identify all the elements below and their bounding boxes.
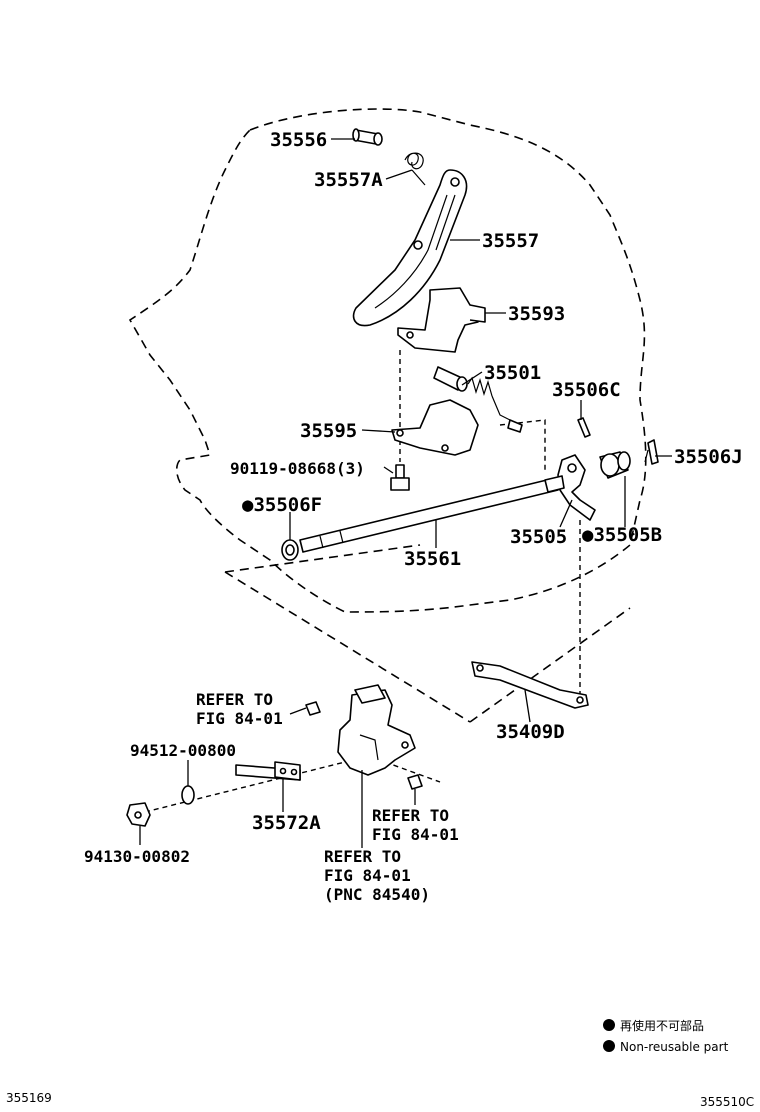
rod-35501 bbox=[433, 366, 523, 433]
legend-dot-icon-2 bbox=[603, 1040, 615, 1052]
label-35561: 35561 bbox=[404, 548, 461, 570]
pin-35506C bbox=[577, 417, 591, 438]
ref-left-line1: REFER TO bbox=[196, 690, 273, 709]
label-35506F: ●35506F bbox=[242, 494, 322, 516]
lever-35557 bbox=[352, 169, 468, 327]
bracket-35572A bbox=[235, 761, 301, 781]
guide-dash-switch-left bbox=[144, 761, 346, 813]
ref-right-line2: FIG 84-01 bbox=[372, 825, 459, 844]
case-dash-lower bbox=[224, 571, 471, 723]
legend-dot-icon-1 bbox=[603, 1019, 615, 1031]
bolt-90119 bbox=[390, 464, 410, 491]
ref-bottom-line1: REFER TO bbox=[324, 847, 401, 866]
spring-35557A bbox=[404, 152, 426, 186]
leader-35505 bbox=[559, 499, 573, 528]
washer-94512 bbox=[181, 785, 195, 805]
ref-bottom-line3: (PNC 84540) bbox=[324, 885, 430, 904]
leader-35501 bbox=[461, 371, 483, 386]
neutral-switch bbox=[337, 684, 416, 776]
clip-35506J bbox=[644, 439, 659, 465]
case-dash-upper bbox=[224, 544, 421, 573]
footer-right-code: 355510C bbox=[700, 1095, 754, 1109]
bushing-35505B bbox=[599, 451, 631, 479]
leader-35557A bbox=[385, 169, 413, 180]
case-dash-right bbox=[469, 607, 631, 723]
label-35505B: ●35505B bbox=[582, 524, 662, 546]
label-94130-00802: 94130-00802 bbox=[84, 847, 190, 866]
label-35593: 35593 bbox=[508, 303, 565, 325]
label-35595: 35595 bbox=[300, 420, 357, 442]
ref-bottom-line2: FIG 84-01 bbox=[324, 866, 411, 885]
ref-right-line1: REFER TO bbox=[372, 806, 449, 825]
transmission-case-outline bbox=[128, 108, 647, 613]
bracket-35593 bbox=[397, 287, 486, 353]
bracket-35595 bbox=[391, 399, 479, 456]
label-35409D: 35409D bbox=[496, 721, 565, 743]
leader-ref-left bbox=[289, 707, 307, 715]
label-35557: 35557 bbox=[482, 230, 539, 252]
label-35556: 35556 bbox=[270, 129, 327, 151]
nut-94130 bbox=[126, 802, 151, 827]
label-35506C: 35506C bbox=[552, 379, 621, 401]
label-94512-00800: 94512-00800 bbox=[130, 741, 236, 760]
leader-90119 bbox=[383, 466, 394, 474]
label-35501: 35501 bbox=[484, 362, 541, 384]
guide-dash-upper-right bbox=[499, 419, 546, 470]
legend-japanese: 再使用不可部品 bbox=[620, 1018, 704, 1033]
bolt-ref-right bbox=[407, 774, 423, 790]
label-35505: 35505 bbox=[510, 526, 567, 548]
guide-dash-switch-right bbox=[384, 761, 441, 783]
bolt-ref-left bbox=[305, 701, 321, 716]
shaft-35561 bbox=[299, 475, 565, 553]
footer-left-code: 355169 bbox=[6, 1091, 52, 1105]
label-35557A: 35557A bbox=[314, 169, 383, 191]
label-90119-08668: 90119-08668(3) bbox=[230, 459, 365, 478]
leader-35595 bbox=[361, 429, 396, 433]
label-35506J: 35506J bbox=[674, 446, 743, 468]
link-35409D bbox=[471, 661, 589, 709]
ref-left-line2: FIG 84-01 bbox=[196, 709, 283, 728]
leader-35409D bbox=[524, 689, 531, 723]
legend-english: Non-reusable part bbox=[620, 1040, 729, 1054]
label-35572A: 35572A bbox=[252, 812, 321, 834]
pin-35556 bbox=[352, 128, 383, 146]
seal-35506F bbox=[281, 539, 299, 561]
